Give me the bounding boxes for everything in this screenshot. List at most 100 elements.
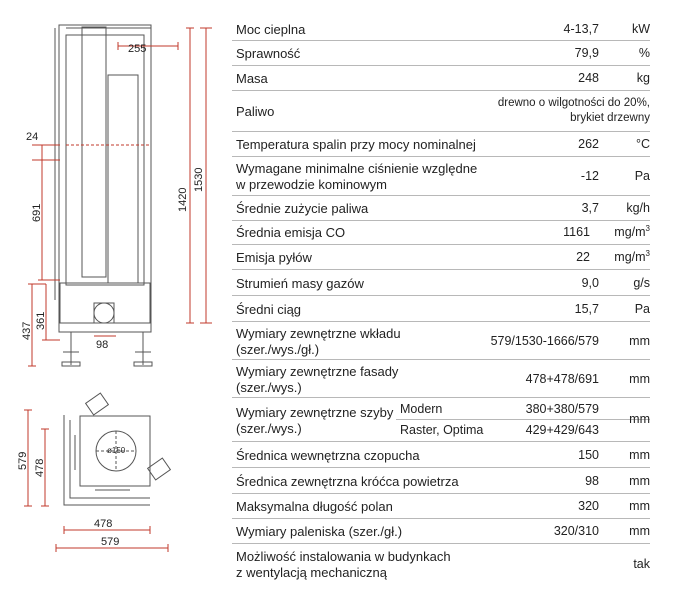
spec-unit: kg/h (626, 201, 650, 215)
spec-label: Średnia emisja CO (236, 225, 346, 240)
spec-label: Strumień masy gazów (236, 276, 364, 291)
dim-front-1530: 1530 (193, 168, 205, 192)
spec-unit: kg (636, 71, 650, 85)
dim-top-478-vertical: 478 (34, 459, 46, 477)
dim-front-255: 255 (128, 43, 146, 55)
spec-row-ciag: Średni ciąg 15,7 Pa (232, 296, 650, 322)
spec-label: Sprawność (236, 46, 301, 61)
spec-unit: mm (629, 448, 650, 462)
dim-top-579-vertical: 579 (17, 452, 29, 470)
spec-unit: mm (629, 524, 650, 538)
spec-unit-exponent: 3 (645, 223, 650, 233)
spec-label: Paliwo (236, 104, 275, 119)
spec-label: Temperatura spalin przy mocy nominalnej (236, 137, 476, 152)
spec-row-wentylacja: Możliwość instalowania w budynkach z wen… (232, 544, 650, 584)
spec-label-line-1: Wymiary zewnętrzne wkładu (236, 326, 401, 341)
spec-value: 79,9 (574, 46, 599, 60)
spec-value: 248 (578, 71, 599, 85)
spec-value: 320 (578, 499, 599, 513)
technical-drawings: 255 24 691 1420 1530 437 361 98 579 (17, 24, 212, 552)
spec-row-palenisko: Wymiary paleniska (szer./gł.) 320/310 mm (232, 519, 650, 544)
spec-unit: mm (629, 334, 650, 348)
spec-row-paliwo: Paliwo drewno o wilgotności do 20%, bryk… (232, 91, 650, 132)
spec-label: Wymiary paleniska (szer./gł.) (236, 524, 403, 539)
spec-value-line-1: drewno o wilgotności do 20%, (497, 97, 650, 109)
glass-variant-name: Modern (400, 402, 443, 416)
spec-label: Emisja pyłów (236, 250, 312, 265)
spec-unit: Pa (634, 169, 650, 183)
spec-value: 150 (578, 448, 599, 462)
dim-top-478-horizontal: 478 (94, 518, 112, 530)
spec-value: 3,7 (581, 201, 599, 215)
spec-value: 1161 (563, 225, 590, 239)
spec-value: 22 (576, 250, 590, 264)
spec-label-line-2: z wentylacją mechaniczną (236, 565, 388, 580)
spec-row-wymiary-fasady: Wymiary zewnętrzne fasady (szer./wys.) 4… (232, 360, 650, 398)
spec-unit: tak (633, 557, 650, 571)
spec-label-line-1: Wymiary zewnętrzne szyby (236, 405, 394, 420)
spec-unit: Pa (634, 302, 650, 316)
spec-label-line-1: Wymiary zewnętrzne fasady (236, 364, 399, 379)
dim-front-98: 98 (96, 339, 108, 351)
dim-top-flue-diameter: ø150 (107, 446, 126, 455)
spec-label: Moc cieplna (236, 22, 306, 37)
spec-unit: mm (629, 499, 650, 513)
spec-unit: mg/m (614, 250, 646, 264)
spec-unit-cell: mg/m3 (592, 249, 650, 266)
spec-label: Średnica wewnętrzna czopucha (236, 448, 420, 463)
spec-label: Masa (236, 71, 268, 86)
spec-label-line-1: Wymagane minimalne ciśnienie względne (236, 161, 478, 176)
stove-top-view (63, 392, 172, 506)
spec-value-line-2: brykiet drzewny (570, 112, 650, 124)
spec-label: Maksymalna długość polan (236, 499, 393, 514)
spec-row-emisja-co: Średnia emisja CO 1161 mg/m3 (232, 221, 650, 245)
spec-value: 98 (585, 474, 599, 488)
spec-unit: % (638, 46, 650, 60)
spec-label-line-2: (szer./wys.) (236, 380, 302, 395)
spec-label: Średni ciąg (236, 302, 302, 317)
spec-row-moc: Moc cieplna 4-13,7 kW (232, 15, 650, 41)
spec-value: 579/1530-1666/579 (490, 334, 599, 348)
glass-variant-value: 380+380/579 (525, 402, 599, 416)
dim-front-437: 437 (21, 322, 33, 340)
dim-front-691: 691 (31, 204, 43, 222)
glass-variant-divider (396, 419, 650, 420)
spec-unit: kW (631, 22, 650, 36)
spec-row-cisnienie: Wymagane minimalne ciśnienie względne w … (232, 157, 650, 196)
dim-front-1420: 1420 (177, 188, 189, 212)
spec-value: 9,0 (581, 276, 599, 290)
spec-label-line-2: (szer./wys./gł.) (236, 342, 320, 357)
dim-top-579-horizontal: 579 (101, 536, 119, 548)
spec-label-line-2: (szer./wys.) (236, 421, 302, 436)
spec-unit: mm (629, 372, 650, 386)
spec-unit-exponent: 3 (645, 248, 650, 258)
spec-label: Średnica zewnętrzna króćca powietrza (236, 474, 459, 489)
spec-row-masa: Masa 248 kg (232, 66, 650, 91)
air-inlet-circle (93, 302, 115, 324)
spec-unit: mg/m (614, 225, 646, 239)
spec-value: 4-13,7 (563, 22, 599, 36)
dim-front-361: 361 (35, 312, 47, 330)
spec-unit: °C (635, 137, 650, 151)
spec-value: 478+478/691 (525, 372, 599, 386)
spec-table: Moc cieplna 4-13,7 kW Sprawność 79,9 % M… (232, 15, 650, 584)
spec-row-wymiary-szyby: Wymiary zewnętrzne szyby (szer./wys.) Mo… (232, 398, 650, 442)
spec-row-czopuch: Średnica wewnętrzna czopucha 150 mm (232, 442, 650, 468)
glass-variant-value: 429+429/643 (525, 423, 599, 437)
spec-row-polana: Maksymalna długość polan 320 mm (232, 494, 650, 519)
spec-row-sprawnosc: Sprawność 79,9 % (232, 41, 650, 66)
spec-row-strumien: Strumień masy gazów 9,0 g/s (232, 270, 650, 296)
spec-row-zuzycie: Średnie zużycie paliwa 3,7 kg/h (232, 196, 650, 221)
spec-unit-cell: mg/m3 (592, 224, 650, 241)
spec-row-temperatura: Temperatura spalin przy mocy nominalnej … (232, 132, 650, 157)
spec-row-emisja-pylow: Emisja pyłów 22 mg/m3 (232, 245, 650, 270)
spec-label-line-1: Możliwość instalowania w budynkach (236, 549, 451, 564)
glass-variant-name: Raster, Optima (400, 423, 484, 437)
spec-value: -12 (580, 169, 599, 183)
spec-unit: mm (629, 412, 650, 426)
spec-row-wymiary-wkladu: Wymiary zewnętrzne wkładu (szer./wys./gł… (232, 322, 650, 360)
spec-label-line-2: w przewodzie kominowym (236, 177, 387, 192)
spec-unit: g/s (633, 276, 650, 290)
spec-value: 262 (578, 137, 599, 151)
dim-front-24: 24 (26, 131, 38, 143)
